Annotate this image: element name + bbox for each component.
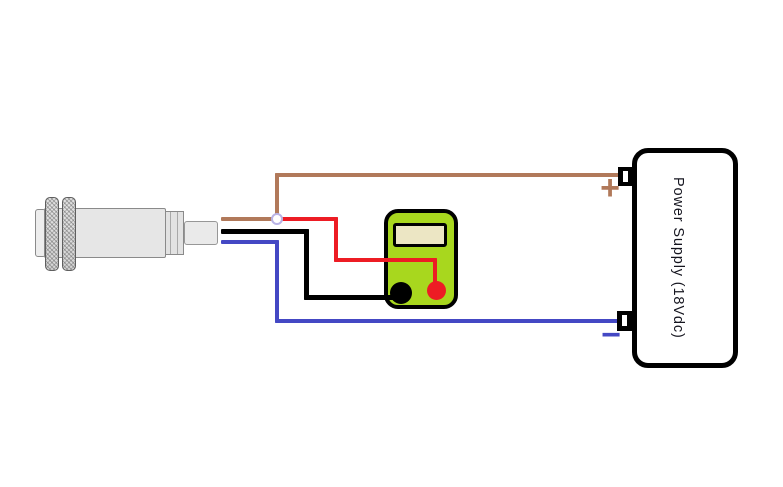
red-wire-segment xyxy=(433,258,437,286)
blue-wire-segment xyxy=(221,240,279,244)
power-supply-positive-terminal xyxy=(618,167,633,186)
brown-wire-segment xyxy=(221,217,278,221)
black-wire-segment xyxy=(304,295,404,300)
minus-symbol: − xyxy=(601,316,621,354)
red-wire-segment xyxy=(334,217,338,262)
sensor-cable-gland xyxy=(184,221,218,245)
blue-wire-segment xyxy=(275,319,620,323)
power-supply: Power Supply (18Vdc) xyxy=(632,148,738,368)
brown-wire-segment xyxy=(275,173,620,177)
multimeter-red-jack xyxy=(427,281,446,300)
sensor-collar xyxy=(165,211,184,255)
terminal-slot xyxy=(623,171,628,182)
black-wire-segment xyxy=(221,229,309,234)
wire-junction-node xyxy=(271,213,283,225)
black-wire-segment xyxy=(304,229,309,300)
sensor-mounting-nut xyxy=(45,197,59,271)
sensor-mounting-nut xyxy=(62,197,76,271)
red-wire-segment xyxy=(282,217,338,221)
multimeter-black-jack xyxy=(390,282,412,304)
power-supply-negative-terminal xyxy=(617,311,632,331)
brown-wire-segment xyxy=(275,173,279,221)
terminal-slot xyxy=(622,315,627,326)
power-supply-label: Power Supply (18Vdc) xyxy=(670,177,686,339)
plus-symbol: + xyxy=(600,169,620,207)
blue-wire-segment xyxy=(275,240,279,323)
multimeter-display xyxy=(393,223,447,247)
red-wire-segment xyxy=(334,258,437,262)
